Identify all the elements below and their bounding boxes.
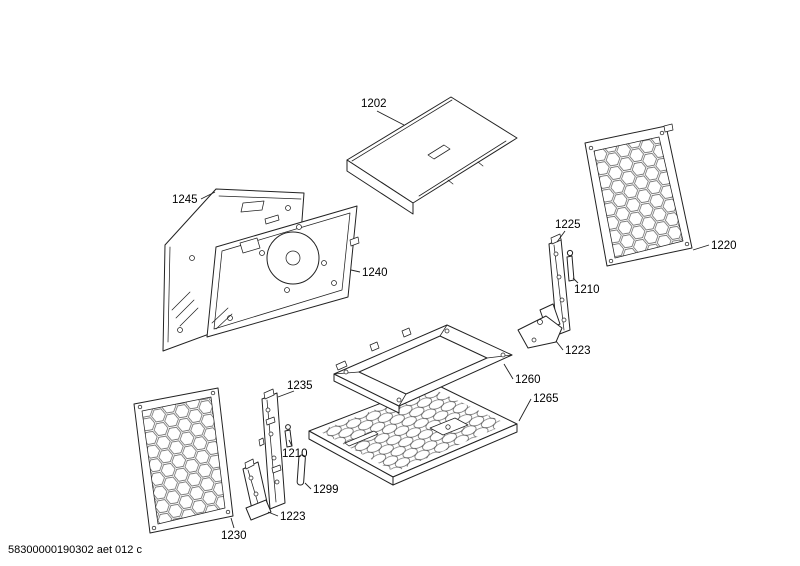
part-top-cover-1202 <box>346 96 518 215</box>
part-vent-panel-1220 <box>584 123 693 267</box>
part-support-bracket-1235 <box>258 388 286 510</box>
hex-pattern-area <box>594 137 683 258</box>
part-pin-1210-right <box>566 249 575 282</box>
part-vent-panel-1230 <box>133 387 234 534</box>
part-label-left-pin: 1210 <box>282 448 308 460</box>
part-label-frame: 1260 <box>515 374 541 386</box>
part-label-left-panel: 1230 <box>221 530 247 542</box>
part-label-rod: 1299 <box>313 484 339 496</box>
hole-pattern-area <box>319 388 507 472</box>
part-label-inner-panel: 1240 <box>362 267 388 279</box>
part-foot-bracket-1223-right <box>517 303 563 349</box>
part-label-left-foot: 1223 <box>280 511 306 523</box>
doc-code: 58300000190302 aet 012 c <box>8 544 142 556</box>
part-labels: 1202 1245 1240 1225 1210 1220 1223 1260 … <box>172 98 737 542</box>
part-label-right-bracket: 1225 <box>555 219 581 231</box>
part-label-base-panel: 1265 <box>533 393 559 405</box>
part-rod-1299 <box>296 454 306 486</box>
part-inner-side-panel-1240 <box>206 205 360 338</box>
part-cavity-frame-1260 <box>333 324 513 414</box>
part-support-bracket-1225 <box>548 233 571 336</box>
leader-lines <box>200 110 710 529</box>
hex-pattern-area <box>142 397 225 524</box>
part-foot-bracket-1223-left <box>242 458 272 521</box>
part-label-top-cover: 1202 <box>361 98 387 110</box>
part-label-left-bracket: 1235 <box>287 380 313 392</box>
part-label-right-panel: 1220 <box>711 240 737 252</box>
part-label-right-foot: 1223 <box>565 345 591 357</box>
part-label-right-pin: 1210 <box>574 284 600 296</box>
part-base-panel-1265 <box>308 382 518 486</box>
part-label-outer-panel: 1245 <box>172 194 198 206</box>
